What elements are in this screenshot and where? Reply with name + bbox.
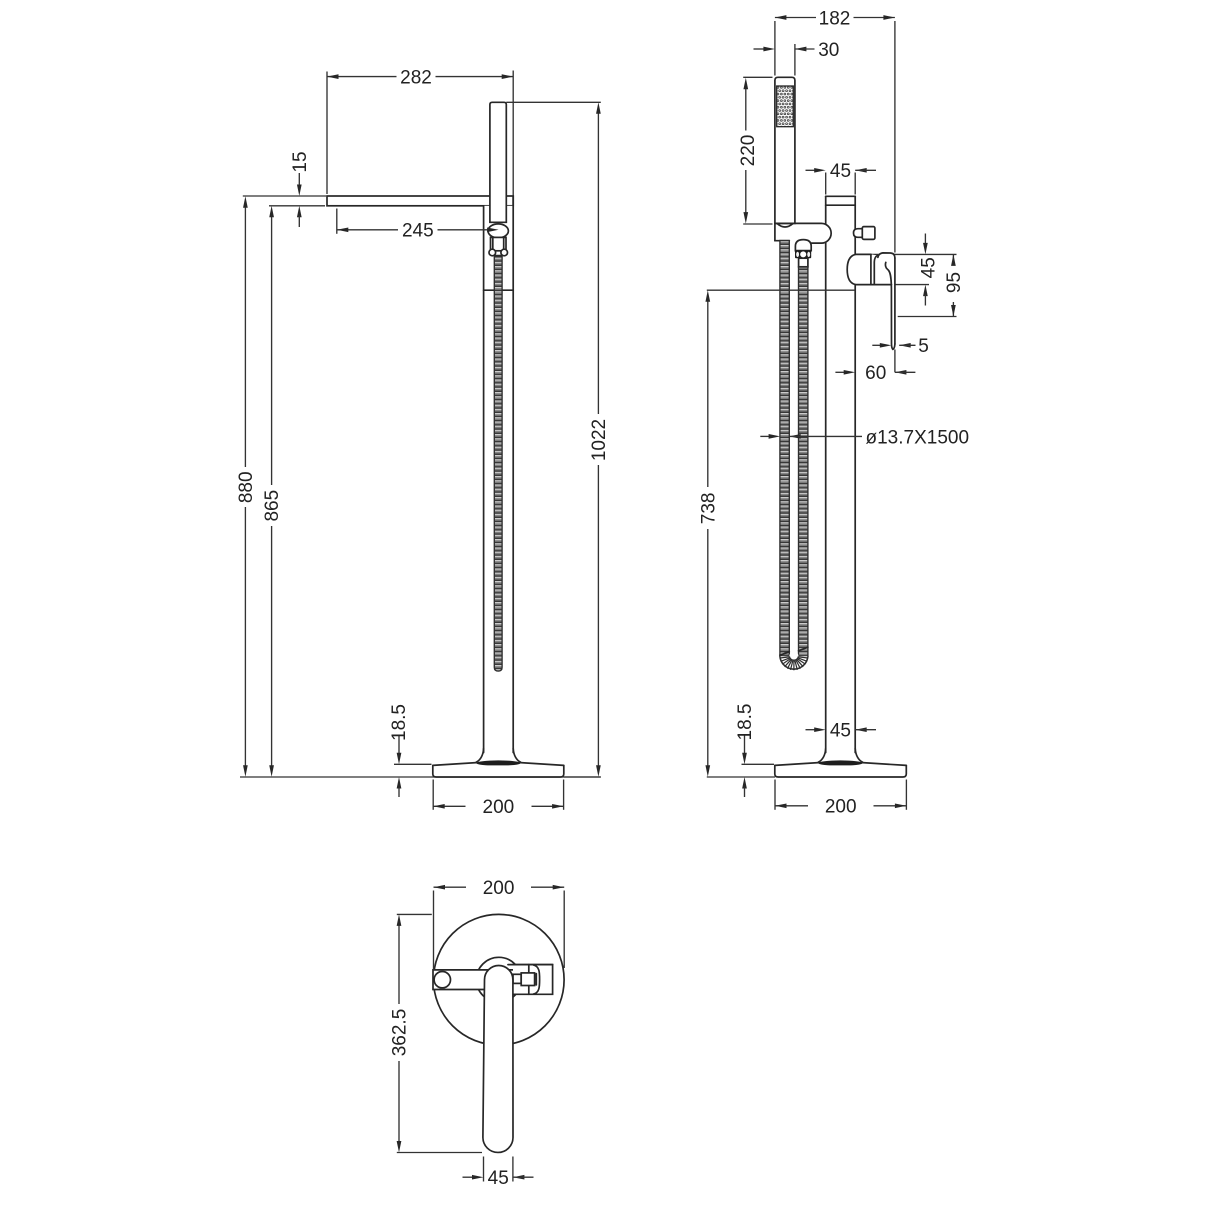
svg-text:200: 200 — [483, 797, 515, 818]
svg-text:880: 880 — [236, 471, 257, 503]
svg-text:245: 245 — [402, 221, 434, 242]
svg-text:738: 738 — [698, 493, 719, 525]
svg-text:18.5: 18.5 — [735, 704, 756, 741]
svg-text:282: 282 — [400, 67, 432, 88]
svg-text:15: 15 — [290, 151, 311, 172]
svg-text:45: 45 — [918, 257, 939, 278]
svg-text:30: 30 — [818, 40, 839, 61]
svg-text:95: 95 — [944, 272, 965, 293]
svg-text:ø13.7X1500: ø13.7X1500 — [866, 427, 970, 448]
svg-text:45: 45 — [830, 161, 851, 182]
svg-text:18.5: 18.5 — [389, 704, 410, 741]
svg-text:362.5: 362.5 — [390, 1009, 411, 1057]
svg-text:45: 45 — [830, 721, 851, 742]
svg-text:182: 182 — [819, 8, 851, 29]
svg-text:220: 220 — [738, 135, 759, 167]
svg-text:60: 60 — [865, 363, 886, 384]
svg-text:200: 200 — [483, 878, 515, 899]
svg-text:1022: 1022 — [589, 419, 610, 461]
svg-text:200: 200 — [825, 797, 857, 818]
svg-text:45: 45 — [488, 1168, 509, 1189]
svg-text:865: 865 — [262, 490, 283, 522]
svg-text:5: 5 — [918, 336, 929, 357]
